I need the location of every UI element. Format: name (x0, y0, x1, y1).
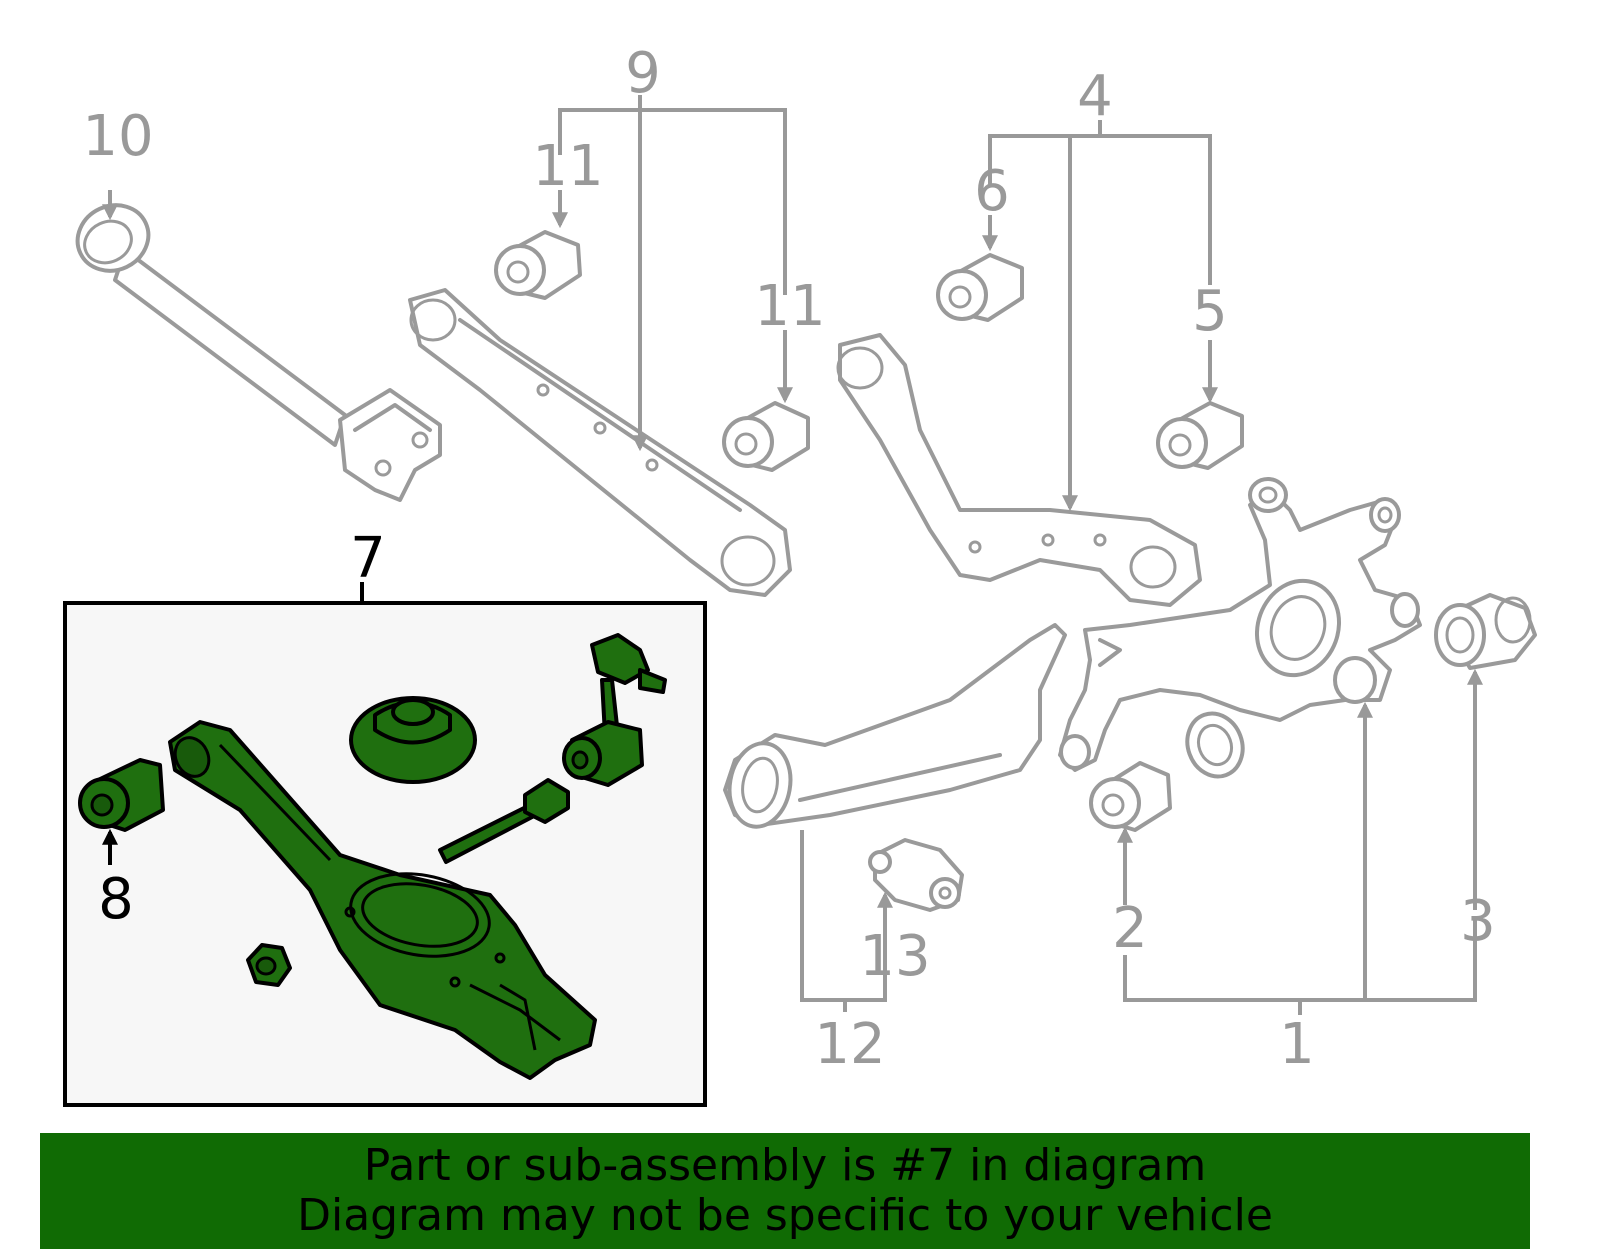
part-10-lateral-link[interactable] (67, 194, 442, 502)
part-12-lower-arm[interactable] (723, 623, 1067, 832)
callout-8[interactable]: 8 (98, 867, 134, 932)
part-11-bushing-lower[interactable] (722, 401, 810, 472)
callout-10[interactable]: 10 (82, 104, 153, 169)
part-11-bushing-upper[interactable] (494, 230, 582, 300)
callout-5[interactable]: 5 (1192, 279, 1228, 344)
callout-7[interactable]: 7 (350, 526, 386, 591)
banner-line-2: Diagram may not be specific to your vehi… (297, 1190, 1273, 1241)
part-13-bushing[interactable] (868, 838, 964, 912)
leader-9-bracket (558, 95, 787, 295)
part-1-knuckle[interactable] (1058, 477, 1422, 784)
part-5-bushing[interactable] (1156, 401, 1244, 470)
part-3-hub-component[interactable] (1434, 593, 1537, 670)
part-7-lower-control-arm[interactable] (168, 720, 597, 1080)
callout-6[interactable]: 6 (974, 159, 1010, 224)
part-7-nut[interactable] (246, 943, 292, 987)
callout-2[interactable]: 2 (1112, 896, 1148, 961)
leader-4-bracket (988, 120, 1212, 285)
leader-1-bracket (1123, 920, 1477, 1015)
callout-3[interactable]: 3 (1460, 889, 1496, 954)
part-8-bushing[interactable] (78, 758, 165, 832)
callout-4[interactable]: 4 (1077, 64, 1113, 129)
callout-1[interactable]: 1 (1279, 1012, 1315, 1077)
part-2-bushing[interactable] (1089, 761, 1172, 832)
callout-12[interactable]: 12 (814, 1012, 885, 1077)
part-7-bolt[interactable] (438, 778, 570, 864)
part-9-link[interactable] (408, 288, 792, 597)
callout-11-lower[interactable]: 11 (754, 274, 825, 339)
callout-13[interactable]: 13 (859, 924, 930, 989)
leader-12-bracket (800, 830, 887, 1012)
banner-line-1: Part or sub-assembly is #7 in diagram (363, 1140, 1207, 1191)
part-7-bump-stop[interactable] (349, 696, 477, 784)
parts-diagram: 10 9 11 11 4 6 5 7 8 13 12 2 3 1 (63, 41, 1537, 1107)
part-7-stabilizer-link[interactable] (562, 633, 667, 787)
part-6-bushing[interactable] (936, 253, 1024, 322)
info-banner: Part or sub-assembly is #7 in diagram Di… (40, 1133, 1530, 1249)
callout-11-upper[interactable]: 11 (532, 134, 603, 199)
part-4-upper-arm[interactable] (836, 333, 1202, 607)
part-7-detail-box (63, 601, 707, 1107)
callout-9[interactable]: 9 (625, 41, 661, 106)
